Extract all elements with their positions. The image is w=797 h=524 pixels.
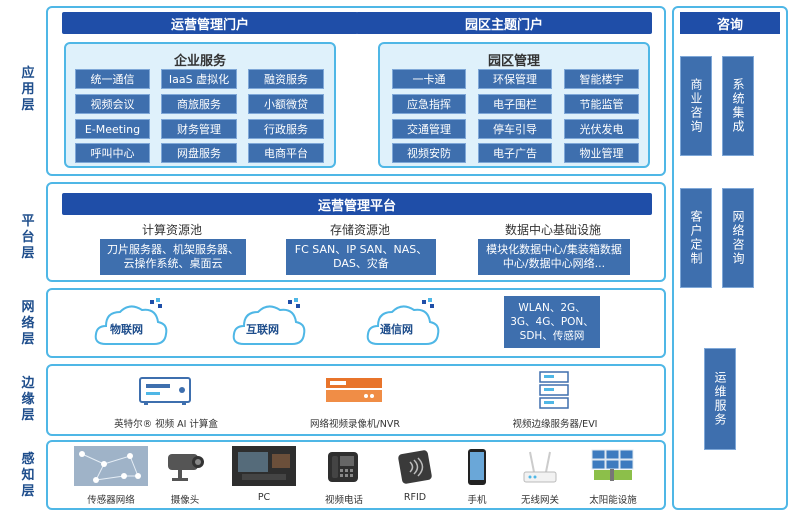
park-item[interactable]: 一卡通 [392, 69, 466, 89]
side-item-business-consulting[interactable]: 商业咨询 [680, 56, 712, 156]
cloud-icon [232, 298, 306, 345]
portal-right-bar: 园区主题门户 [356, 12, 652, 34]
side-item-label: 运维服务 [713, 371, 727, 427]
enterprise-item[interactable]: 商旅服务 [161, 94, 237, 114]
park-item[interactable]: 环保管理 [478, 69, 552, 89]
park-item[interactable]: 停车引导 [478, 119, 552, 139]
layer-label-char: 感 [21, 452, 35, 467]
layer-label-char: 缘 [21, 392, 35, 407]
enterprise-item[interactable]: 视频会议 [75, 94, 150, 114]
pc-label: PC [257, 492, 271, 503]
compute-pool-title: 计算资源池 [141, 223, 202, 237]
portal-left-bar: 运营管理门户 [62, 12, 358, 34]
layer-label-char: 网 [21, 300, 35, 315]
enterprise-item[interactable]: 融资服务 [248, 69, 324, 89]
layer-label-char: 络 [21, 316, 35, 331]
side-item-network-consulting[interactable]: 网络咨询 [722, 188, 754, 288]
layer-label-sense: 感 知 层 [14, 446, 42, 506]
edge-server-icon [539, 371, 569, 409]
datacenter-box: 模块化数据中心/集装箱数据中心/数据中心网络... [478, 239, 630, 275]
storage-pool-title: 存储资源池 [329, 223, 390, 237]
park-item[interactable]: 智能楼宇 [564, 69, 639, 89]
mobile-phone-icon [468, 449, 486, 485]
park-item[interactable]: 节能监管 [564, 94, 639, 114]
telecom-cloud-label: 通信网 [380, 323, 413, 336]
pc-icon [232, 446, 296, 486]
rfid-icon [398, 450, 432, 484]
park-item[interactable]: 光伏发电 [564, 119, 639, 139]
ai-compute-box-label: 英特尔® 视频 AI 计算盒 [114, 419, 218, 430]
cloud-icon [366, 298, 440, 345]
layer-label-char: 用 [21, 82, 35, 97]
park-item[interactable]: 交通管理 [392, 119, 466, 139]
side-item-label: 系统集成 [731, 78, 745, 134]
layer-label-char: 层 [21, 246, 35, 261]
storage-pool-box: FC SAN、IP SAN、NAS、DAS、灾备 [286, 239, 436, 275]
network-types-box: WLAN、2G、3G、4G、PON、SDH、传感网 [504, 296, 600, 348]
enterprise-item[interactable]: 行政服务 [248, 119, 324, 139]
wireless-gateway-icon [523, 451, 557, 483]
park-item[interactable]: 视频安防 [392, 143, 466, 163]
enterprise-item[interactable]: 财务管理 [161, 119, 237, 139]
park-item[interactable]: 应急指挥 [392, 94, 466, 114]
layer-label-char: 知 [21, 468, 35, 483]
nvr-label: 网络视频录像机/NVR [310, 419, 400, 430]
internet-cloud-label: 互联网 [246, 323, 279, 336]
layer-label-char: 应 [21, 66, 35, 81]
layer-label-edge: 边 缘 层 [14, 370, 42, 430]
solar-panel-icon [591, 449, 634, 481]
video-phone-label: 视频电话 [324, 495, 363, 506]
ai-compute-box-icon [139, 377, 191, 405]
enterprise-item[interactable]: IaaS 虚拟化 [161, 69, 237, 89]
layer-label-char: 层 [21, 408, 35, 423]
enterprise-item[interactable]: 小额微贷 [248, 94, 324, 114]
cloud-icon [94, 298, 168, 345]
consulting-title: 咨询 [680, 12, 780, 34]
datacenter-title: 数据中心基础设施 [504, 223, 601, 237]
side-item-custom[interactable]: 客户定制 [680, 188, 712, 288]
park-item[interactable]: 物业管理 [564, 143, 639, 163]
layer-label-platform: 平 台 层 [14, 208, 42, 268]
iot-cloud-label: 物联网 [110, 323, 143, 336]
layer-label-char: 层 [21, 484, 35, 499]
compute-pool-box: 刀片服务器、机架服务器、云操作系统、桌面云 [100, 239, 246, 275]
layer-label-char: 层 [21, 332, 35, 347]
camera-label: 摄像头 [170, 495, 200, 506]
side-item-label: 网络咨询 [731, 210, 745, 266]
side-item-label: 客户定制 [689, 210, 703, 266]
enterprise-item[interactable]: 电商平台 [248, 143, 324, 163]
edge-server-label: 视频边缘服务器/EVI [512, 419, 598, 430]
sensor-network-icon [74, 446, 148, 486]
side-item-label: 商业咨询 [689, 78, 703, 134]
layer-label-network: 网 络 层 [14, 294, 42, 354]
enterprise-item[interactable]: 统一通信 [75, 69, 150, 89]
park-management-title: 园区管理 [487, 54, 540, 69]
sensor-network-label: 传感器网络 [87, 495, 135, 506]
layer-label-char: 平 [21, 214, 35, 229]
layer-label-app: 应 用 层 [14, 60, 42, 120]
enterprise-item[interactable]: 呼叫中心 [75, 143, 150, 163]
layer-label-char: 层 [21, 98, 35, 113]
enterprise-service-title: 企业服务 [173, 54, 226, 69]
park-item[interactable]: 电子广告 [478, 143, 552, 163]
wireless-gateway-label: 无线网关 [520, 495, 559, 506]
solar-panel-label: 太阳能设施 [589, 495, 637, 506]
side-item-system-integration[interactable]: 系统集成 [722, 56, 754, 156]
camera-icon [168, 454, 204, 481]
enterprise-item[interactable]: E-Meeting [75, 119, 150, 139]
enterprise-item[interactable]: 网盘服务 [161, 143, 237, 163]
video-phone-icon [328, 452, 358, 482]
rfid-label: RFID [403, 492, 427, 503]
nvr-icon [326, 378, 382, 402]
platform-title-bar: 运营管理平台 [62, 193, 652, 215]
park-item[interactable]: 电子围栏 [478, 94, 552, 114]
mobile-phone-label: 手机 [467, 495, 487, 506]
layer-label-char: 台 [21, 230, 35, 245]
side-item-operations[interactable]: 运维服务 [704, 348, 736, 450]
layer-label-char: 边 [21, 376, 35, 391]
